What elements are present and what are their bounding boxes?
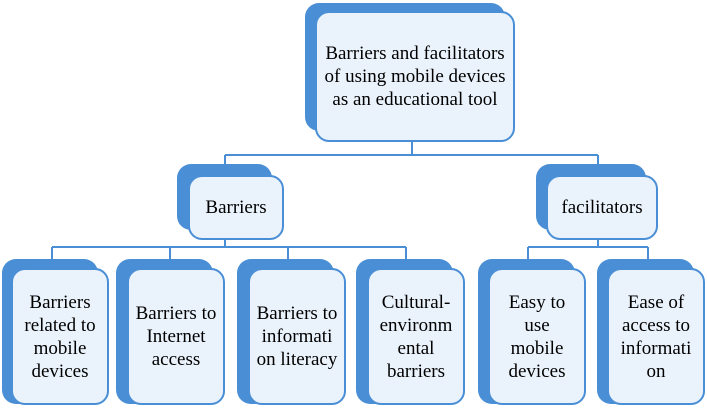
leaf-label: Barriers to Internet access <box>135 303 217 370</box>
category-barriers-label: Barriers <box>205 196 267 218</box>
leaf-label: Barriers related to mobile devices <box>24 291 96 382</box>
root-label: Barriers and facilitators of using mobil… <box>324 43 506 110</box>
leaf-label: Cultural-environm ental barriers <box>379 291 453 382</box>
category-facilitators-label: facilitators <box>561 196 643 218</box>
leaf-label: Barriers to informati on literacy <box>256 303 338 370</box>
leaf-label: Ease of access to informati on <box>620 291 692 382</box>
leaf-label: Easy to use mobile devices <box>508 291 566 382</box>
